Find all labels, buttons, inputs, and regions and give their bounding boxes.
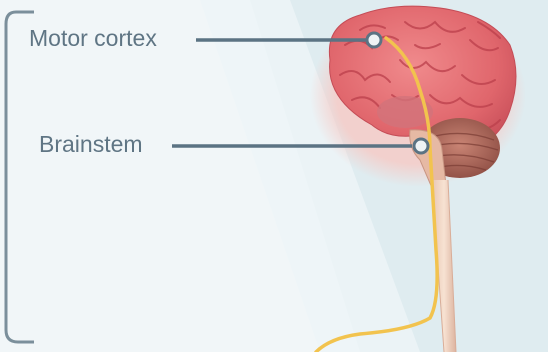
brainstem-marker-icon bbox=[414, 139, 428, 153]
brainstem-label: Brainstem bbox=[39, 133, 143, 156]
motor-cortex-marker-icon bbox=[367, 33, 381, 47]
motor-cortex-label: Motor cortex bbox=[29, 27, 157, 50]
